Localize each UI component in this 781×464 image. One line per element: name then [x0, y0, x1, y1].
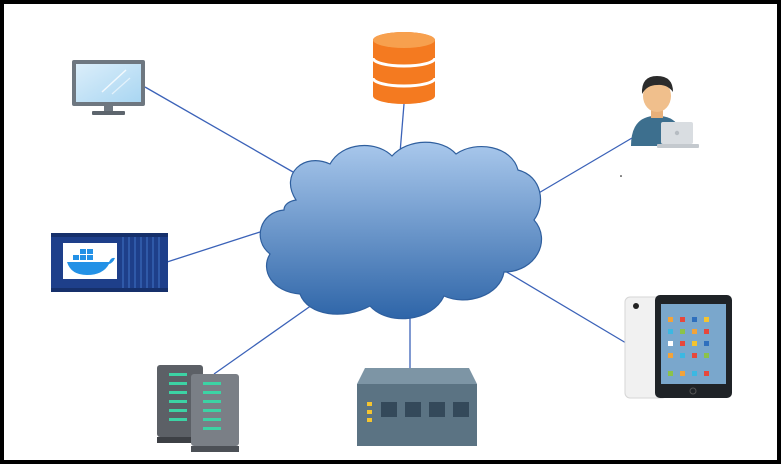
- dot-mark: [620, 175, 622, 177]
- link-user: [536, 137, 633, 195]
- diagram-canvas: [4, 4, 777, 460]
- monitor-icon: [72, 60, 145, 115]
- connections: [144, 86, 633, 375]
- cloud-icon: [259, 141, 543, 320]
- server-rack-icon: [157, 365, 239, 452]
- network-diagram: [51, 32, 732, 452]
- docker-container-icon: [51, 233, 168, 292]
- link-tablet: [499, 267, 627, 344]
- user-laptop-icon: [631, 76, 699, 148]
- link-servers: [213, 304, 313, 375]
- link-monitor: [144, 86, 301, 177]
- link-database: [399, 103, 405, 154]
- network-switch-icon: [357, 368, 477, 446]
- link-container: [166, 231, 261, 263]
- tablet-phone-icon: [624, 295, 732, 399]
- database-icon: [371, 32, 437, 104]
